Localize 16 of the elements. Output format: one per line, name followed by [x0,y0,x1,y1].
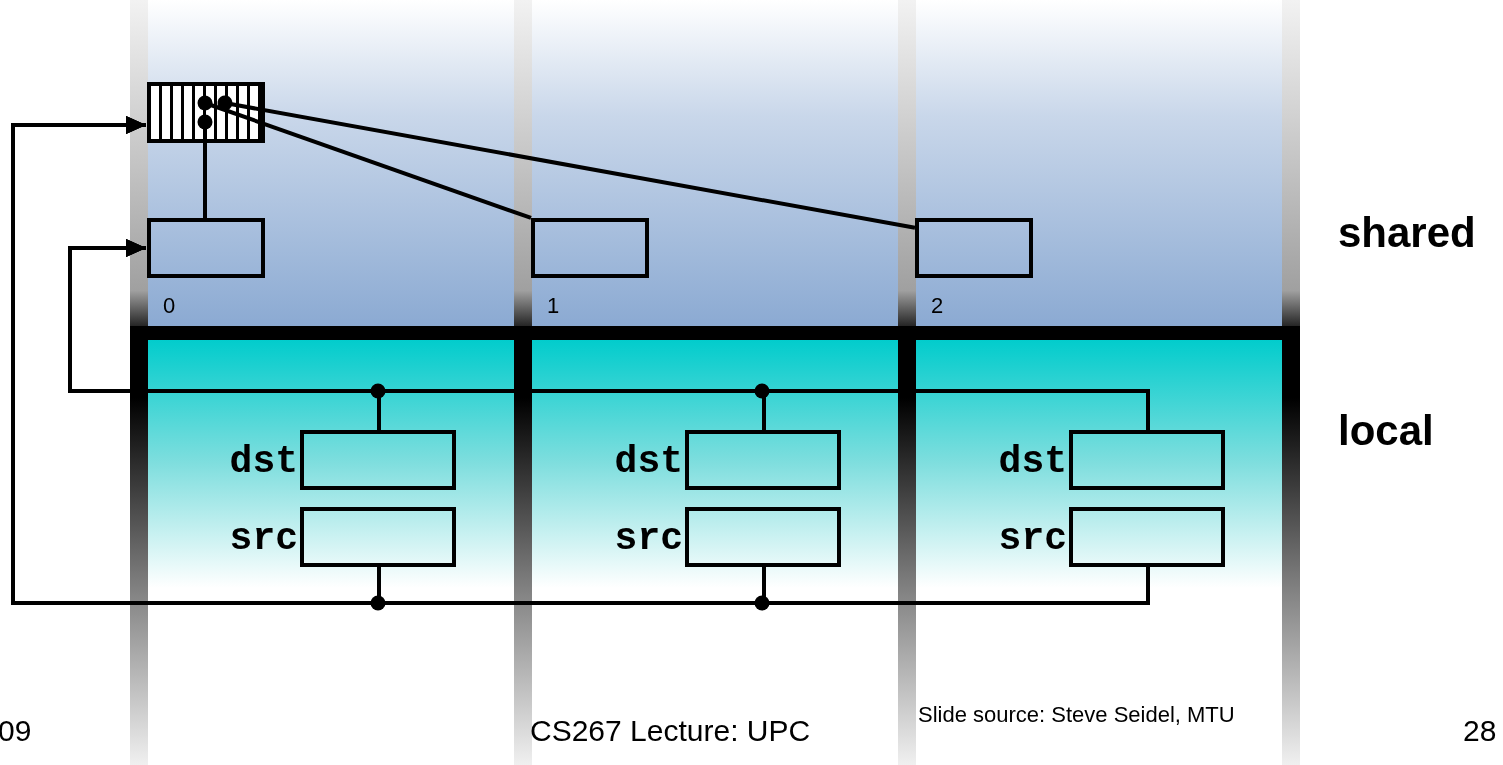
footer-text: 09 [0,716,32,746]
arrow [11,116,1150,605]
footer-text: 28 [1463,716,1497,746]
footer-text: CS267 Lecture: UPC [530,716,811,746]
thread-index: 2 [931,294,944,318]
variable-name: dst [998,442,1067,482]
footer-text: Slide source: Steve Seidel, MTU [918,704,1235,726]
thread-index: 1 [547,294,560,318]
variable-name: dst [229,442,298,482]
variable-name: dst [614,442,683,482]
region-label: shared [1338,212,1476,254]
variable-name: src [614,519,683,559]
variable-name: src [229,519,298,559]
thread-index: 0 [163,294,176,318]
variable-name: src [998,519,1067,559]
region-label: local [1338,410,1434,452]
